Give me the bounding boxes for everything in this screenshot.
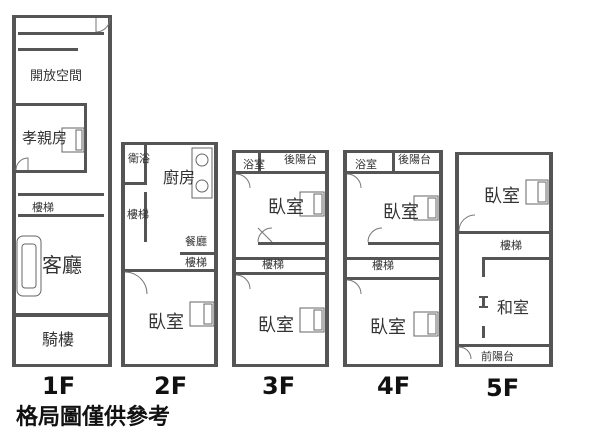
floor-3-label: 3F — [262, 372, 295, 400]
floor-2-label: 2F — [154, 372, 187, 400]
floor-4-stairs-label: 樓梯 — [372, 258, 394, 272]
disclaimer-text: 格局圖僅供參考 — [16, 404, 170, 430]
floor-2-stairs-2-label: 樓梯 — [185, 255, 207, 269]
floor-3-rear-balcony-label: 後陽台 — [284, 152, 317, 166]
floor-4-bedroom-bottom-label: 臥室 — [370, 317, 406, 338]
floor-3-plan: 浴室 後陽台 臥室 樓梯 臥室 — [232, 150, 329, 367]
floor-5-bedroom-label: 臥室 — [484, 186, 520, 207]
floor-3-stairs-label: 樓梯 — [262, 257, 284, 271]
floor-2-bedroom-label: 臥室 — [148, 312, 184, 333]
floor-3-bath-label: 浴室 — [243, 157, 265, 171]
floor-3-bedroom-bottom-label: 臥室 — [258, 315, 294, 336]
floor-1-parent-room-label: 孝親房 — [22, 129, 67, 147]
floor-5-plan: 臥室 樓梯 和室 前陽台 — [455, 152, 553, 367]
floor-4-bedroom-top-label: 臥室 — [383, 202, 419, 223]
floor-5-stairs-label: 樓梯 — [500, 238, 522, 252]
floor-4-bath-label: 浴室 — [355, 157, 377, 171]
floor-5-tatami-room-label: 和室 — [497, 298, 529, 317]
floor-5-label: 5F — [486, 374, 519, 402]
floor-1-label: 1F — [42, 372, 75, 400]
floor-1-open-space-label: 開放空間 — [30, 69, 82, 84]
floor-3-bedroom-top-label: 臥室 — [268, 197, 304, 218]
floor-2-bath-label: 衛浴 — [128, 152, 150, 165]
floor-1-stairs-label: 樓梯 — [32, 200, 54, 214]
floor-5-front-balcony-label: 前陽台 — [481, 349, 514, 363]
floor-2-kitchen-label: 廚房 — [163, 168, 195, 187]
floor-2-dining-label: 餐廳 — [185, 234, 207, 248]
floor-1-plan: 開放空間 孝親房 樓梯 客廳 騎樓 — [12, 15, 112, 367]
floor-4-label: 4F — [377, 372, 410, 400]
floor-1-living-room-label: 客廳 — [42, 253, 82, 277]
floor-1-arcade-label: 騎樓 — [42, 330, 74, 349]
floor-2-plan: 衛浴 廚房 樓梯 餐廳 樓梯 臥室 — [121, 142, 218, 367]
floor-4-plan: 浴室 後陽台 臥室 樓梯 臥室 — [343, 150, 443, 367]
floor-4-rear-balcony-label: 後陽台 — [398, 152, 431, 166]
floor-2-stairs-label: 樓梯 — [127, 207, 149, 221]
